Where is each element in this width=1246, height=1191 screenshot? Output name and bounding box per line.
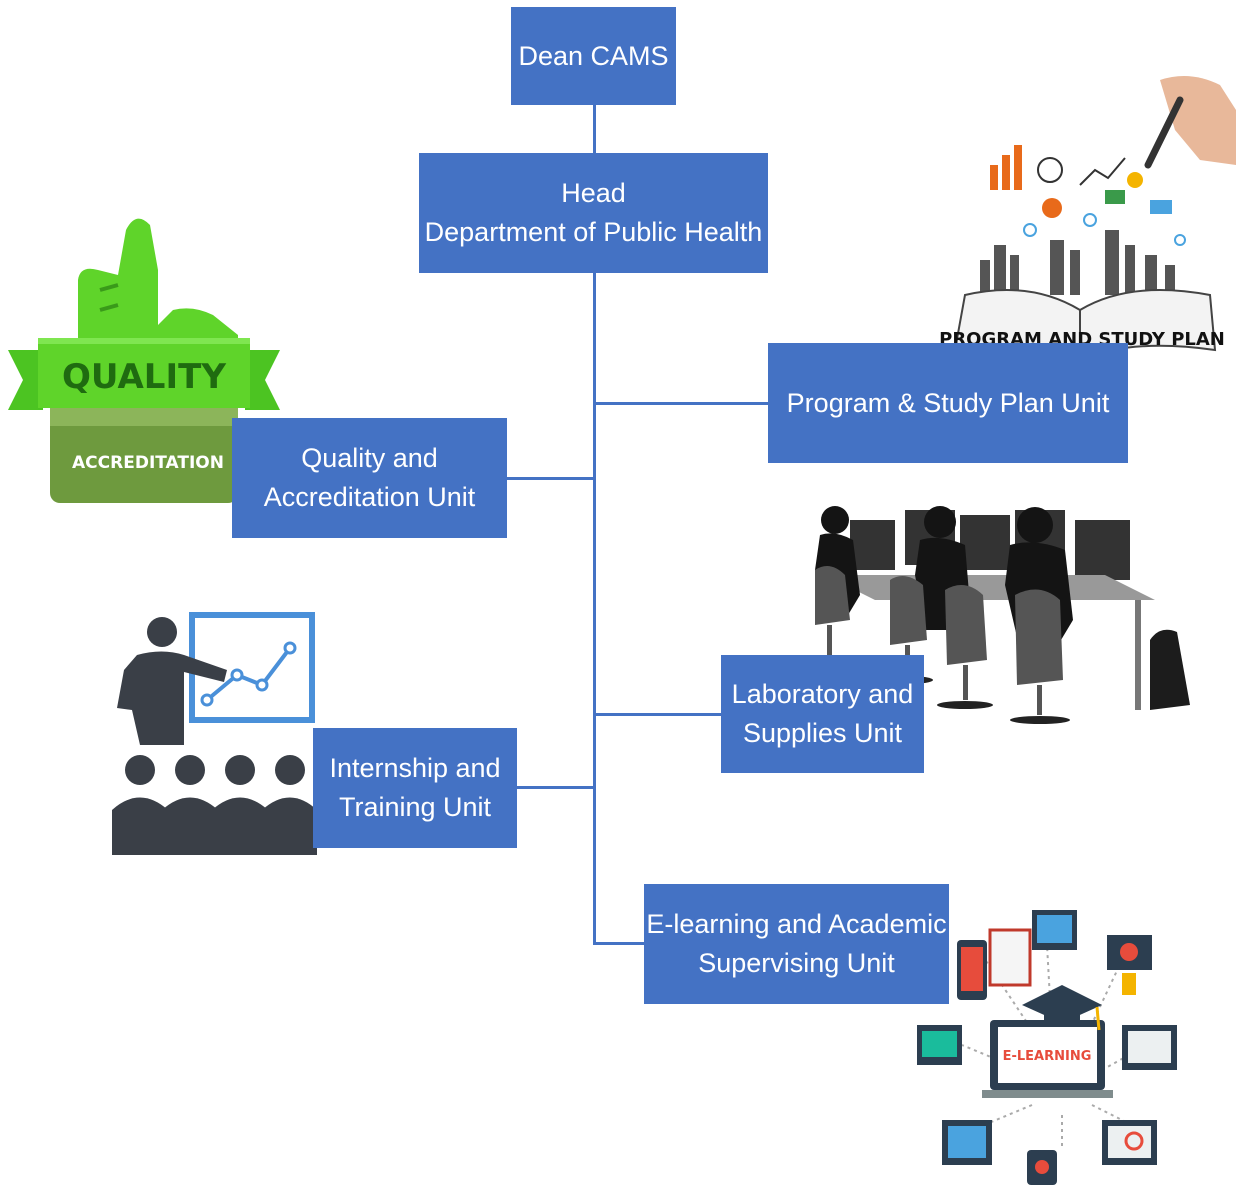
head-department-box: Head Department of Public Health xyxy=(419,153,768,273)
quality-unit-line1: Quality and xyxy=(301,443,438,473)
quality-badge-subtitle: ACCREDITATION xyxy=(72,453,224,473)
elearning-academic-supervising-unit-box: E-learning and Academic Supervising Unit xyxy=(644,884,949,1004)
elearning-illustration-caption: E-LEARNING xyxy=(1003,1049,1092,1064)
connector-elearning xyxy=(593,942,645,945)
quality-badge-title: QUALITY xyxy=(62,357,226,397)
quality-unit-line2: Accreditation Unit xyxy=(263,482,476,512)
program-study-plan-book-icon: PROGRAM AND STUDY PLAN xyxy=(930,70,1236,365)
laboratory-unit-line2: Supplies Unit xyxy=(742,718,903,748)
e-learning-devices-icon: E-LEARNING xyxy=(912,895,1187,1185)
presentation-training-icon xyxy=(112,610,317,855)
connector-program xyxy=(593,402,769,405)
quality-accreditation-unit-box: Quality and Accreditation Unit xyxy=(232,418,507,538)
program-study-plan-unit-box: Program & Study Plan Unit xyxy=(768,343,1128,463)
internship-training-unit-box: Internship and Training Unit xyxy=(313,728,517,848)
connector-quality xyxy=(507,477,595,480)
connector-dean-head xyxy=(593,105,596,153)
connector-internship xyxy=(516,786,595,789)
dean-cams-label: Dean CAMS xyxy=(518,40,669,71)
connector-laboratory xyxy=(593,713,722,716)
connector-trunk xyxy=(593,273,596,945)
elearning-unit-line1: E-learning and Academic xyxy=(646,909,947,939)
internship-unit-line1: Internship and xyxy=(329,753,501,783)
internship-unit-line2: Training Unit xyxy=(338,792,492,822)
head-department-name: Department of Public Health xyxy=(424,217,763,247)
laboratory-supplies-unit-box: Laboratory and Supplies Unit xyxy=(721,655,924,773)
laboratory-unit-line1: Laboratory and xyxy=(731,679,914,709)
dean-cams-box: Dean CAMS xyxy=(511,7,676,105)
quality-accreditation-badge-icon: QUALITY ACCREDITATION xyxy=(8,210,280,510)
program-unit-label: Program & Study Plan Unit xyxy=(786,387,1110,418)
elearning-unit-line2: Supervising Unit xyxy=(698,948,895,978)
computer-lab-silhouette-icon xyxy=(805,500,1195,730)
head-title: Head xyxy=(561,178,626,208)
